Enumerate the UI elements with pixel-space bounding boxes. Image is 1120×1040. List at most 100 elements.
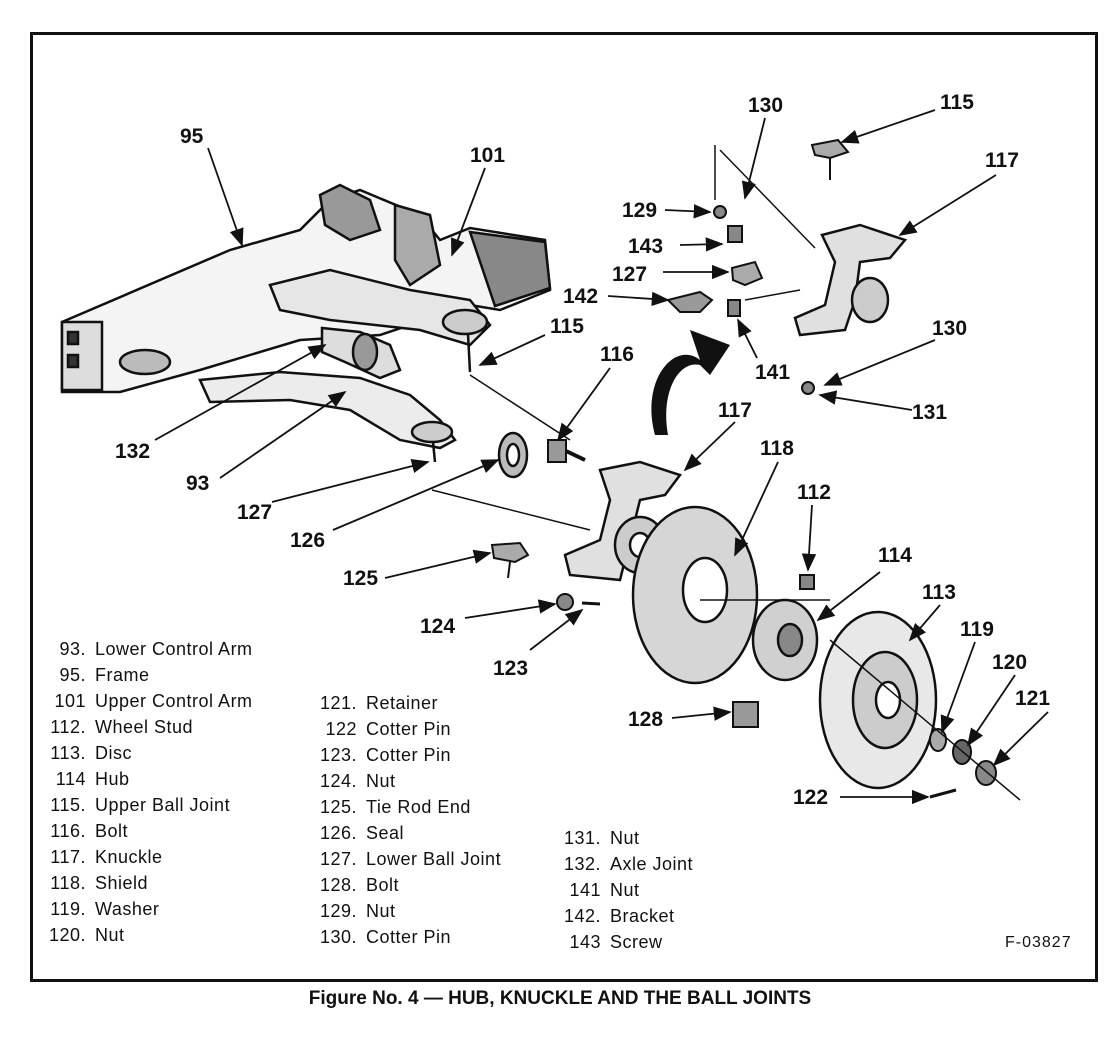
nut-and-pin xyxy=(556,593,601,611)
tie-rod-end xyxy=(490,541,530,579)
legend-row: 113. Disc xyxy=(42,740,253,766)
seal-part xyxy=(497,431,529,479)
leader-lines xyxy=(154,109,1049,805)
callout-130-right: 130 xyxy=(932,317,968,340)
legend-row: 128.Bolt xyxy=(313,872,501,898)
callout-123: 123 xyxy=(493,657,529,680)
legend-num: 95. xyxy=(59,665,86,685)
legend-row: 129.Nut xyxy=(313,898,501,924)
callout-116: 116 xyxy=(600,343,634,366)
shield-part xyxy=(631,505,759,685)
legend-column-1: 93. Lower Control Arm 95. Frame 101 Upper C… xyxy=(42,636,253,948)
washer-nut-retainer xyxy=(929,728,997,786)
legend-num: 116. xyxy=(50,821,86,841)
legend-label: Retainer xyxy=(366,693,439,713)
wheel-stud xyxy=(799,574,815,590)
disc-part xyxy=(818,610,938,790)
legend-label: Lower Ball Joint xyxy=(366,849,502,869)
callout-117-top: 117 xyxy=(985,149,1019,172)
legend-num: 143 xyxy=(569,932,601,952)
legend-num: 113. xyxy=(50,743,86,763)
legend-label: Cotter Pin xyxy=(366,745,452,765)
hub-part xyxy=(751,598,819,682)
callout-115-top: 115 xyxy=(940,91,974,114)
callout-143: 143 xyxy=(628,235,664,258)
legend-row: 112. Wheel Stud xyxy=(42,714,253,740)
legend-num: 101 xyxy=(54,691,86,711)
callout-101: 101 xyxy=(470,144,506,167)
legend-num: 132. xyxy=(563,854,601,874)
legend-num: 131. xyxy=(563,828,601,848)
legend-num: 130. xyxy=(319,927,357,947)
callout-132: 132 xyxy=(115,440,151,463)
legend-num: 127. xyxy=(319,849,357,869)
bolt-part xyxy=(547,439,586,463)
legend-label: Nut xyxy=(610,880,640,900)
callout-127-top: 127 xyxy=(612,263,648,286)
callout-129: 129 xyxy=(622,199,658,222)
legend-label: Upper Control Arm xyxy=(95,691,253,711)
legend-row: 101 Upper Control Arm xyxy=(42,688,253,714)
legend-label: Upper Ball Joint xyxy=(95,795,231,815)
legend-num: 119. xyxy=(50,899,86,919)
callout-117-mid: 117 xyxy=(718,399,752,422)
callout-119: 119 xyxy=(960,618,994,641)
cotter-pin-122 xyxy=(929,788,957,799)
legend-row: 93. Lower Control Arm xyxy=(42,636,253,662)
legend-row: 132.Axle Joint xyxy=(557,851,693,877)
legend-row: 123. Cotter Pin xyxy=(313,742,501,768)
legend-row: 125. Tie Rod End xyxy=(313,794,501,820)
legend-label: Lower Control Arm xyxy=(95,639,253,659)
callout-95: 95 xyxy=(180,125,204,148)
callout-128: 128 xyxy=(628,708,664,731)
callout-131: 131 xyxy=(912,401,948,424)
legend-row: 115. Upper Ball Joint xyxy=(42,792,253,818)
legend-row: 118.Shield xyxy=(42,870,253,896)
legend-row: 95. Frame xyxy=(42,662,253,688)
legend-label: Tie Rod End xyxy=(366,797,471,817)
legend-num: 123. xyxy=(319,745,357,765)
legend-num: 125. xyxy=(319,797,357,817)
legend-row: 124.Nut xyxy=(313,768,501,794)
legend-label: Nut xyxy=(95,925,125,945)
legend-row: 127. Lower Ball Joint xyxy=(313,846,501,872)
legend-num: 142. xyxy=(563,906,601,926)
legend-row: 117.Knuckle xyxy=(42,844,253,870)
callout-120: 120 xyxy=(992,651,1028,674)
legend-num: 126. xyxy=(319,823,357,843)
legend-label: Disc xyxy=(95,743,132,763)
lower-control-arm xyxy=(198,370,457,463)
legend-row: 121. Retainer xyxy=(313,690,501,716)
figure-code: F-03827 xyxy=(1005,934,1072,951)
small-parts-upper xyxy=(666,205,815,395)
callout-125: 125 xyxy=(343,567,379,590)
legend-num: 112. xyxy=(50,717,86,737)
legend-label: Bolt xyxy=(366,875,400,895)
axle-joint xyxy=(320,326,402,380)
legend-row: 131.Nut xyxy=(557,825,693,851)
upper-ball-joint xyxy=(810,138,850,180)
legend-label: Knuckle xyxy=(95,847,163,867)
legend-num: 118. xyxy=(50,873,86,893)
callout-93: 93 xyxy=(186,472,210,495)
callout-124: 124 xyxy=(420,615,456,638)
legend-num: 93. xyxy=(59,639,86,659)
legend-num: 121. xyxy=(319,693,357,713)
callout-115-mid: 115 xyxy=(550,315,584,338)
legend-num: 115. xyxy=(50,795,86,815)
callout-126: 126 xyxy=(290,529,326,552)
legend-label: Bracket xyxy=(610,906,675,926)
legend-num: 114 xyxy=(55,769,86,789)
legend-row: 119.Washer xyxy=(42,896,253,922)
legend-label: Frame xyxy=(95,665,150,685)
legend-num: 129. xyxy=(319,901,357,921)
legend-label: Wheel Stud xyxy=(95,717,194,737)
callout-127-bottom: 127 xyxy=(237,501,273,524)
callout-141: 141 xyxy=(755,361,791,384)
legend-row: 120.Nut xyxy=(42,922,253,948)
